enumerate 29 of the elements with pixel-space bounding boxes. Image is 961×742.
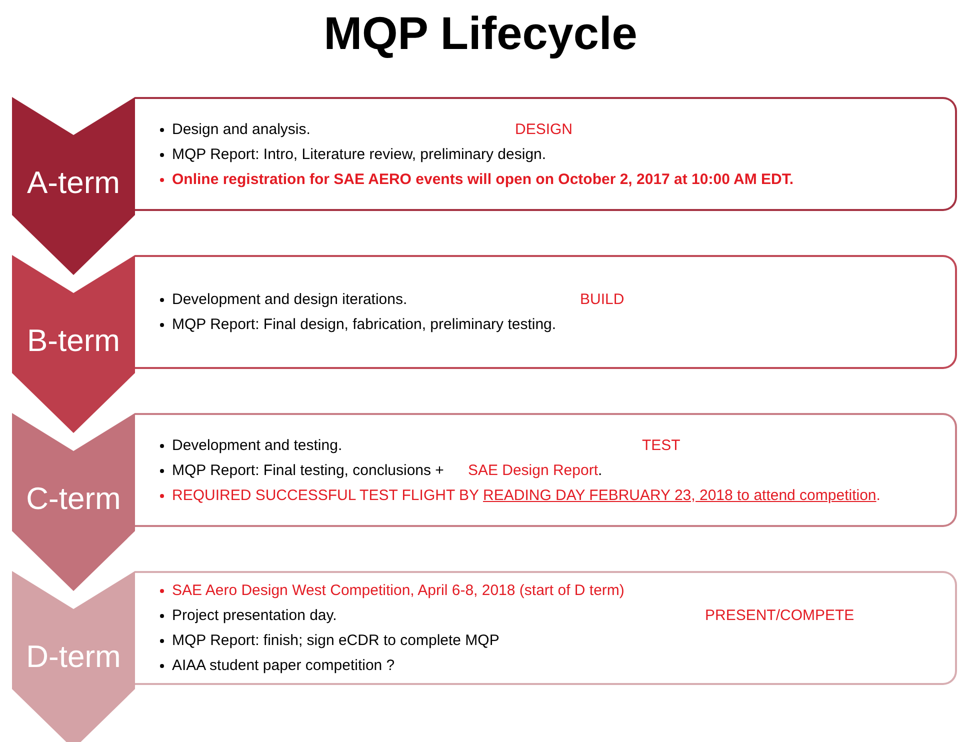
term-panel [135, 571, 957, 685]
bullet-item: MQP Report: Final testing, conclusions + SAE Design Report. [158, 458, 602, 482]
bullet-item: Design and analysis. [158, 116, 310, 142]
term-panel [135, 97, 957, 211]
term-panel [135, 255, 957, 369]
bullet-item: AIAA student paper competition ? [158, 653, 395, 678]
bullet-item: REQUIRED SUCCESSFUL TEST FLIGHT BY READING DAY FEBRUARY 23, 2018 to attend competition. [158, 482, 880, 508]
phase-label: DESIGN [515, 120, 573, 140]
term-label: B-term [26, 323, 121, 359]
term-label: A-term [26, 165, 121, 201]
bullet-item: SAE Aero Design West Competition, April 6-8, 2018 (start of D term) [158, 578, 624, 603]
term-panel [135, 413, 957, 527]
bullet-item: Project presentation day. [158, 603, 337, 628]
title: MQP Lifecycle [322, 6, 638, 60]
term-label: D-term [25, 639, 122, 675]
chevron-step [12, 255, 135, 433]
bullet-item: MQP Report: finish; sign eCDR to complete MQP [158, 628, 500, 653]
phase-label: PRESENT/COMPETE [705, 606, 854, 626]
chevron-step [12, 97, 135, 275]
bullet-item: Development and design iterations. [158, 287, 408, 312]
phase-label: BUILD [580, 290, 624, 310]
bullet-item: Online registration for SAE AERO events will open on October 2, 2017 at 10:00 AM EDT. [158, 166, 794, 192]
term-label: C-term [25, 481, 122, 517]
chevron-step [12, 571, 135, 742]
phase-label: TEST [642, 436, 680, 456]
chevron-step [12, 413, 135, 591]
bullet-item: Development and testing. [158, 432, 342, 458]
bullet-item: MQP Report: Intro, Literature review, preliminary design. [158, 142, 546, 166]
bullet-item: MQP Report: Final design, fabrication, preliminary testing. [158, 312, 556, 337]
